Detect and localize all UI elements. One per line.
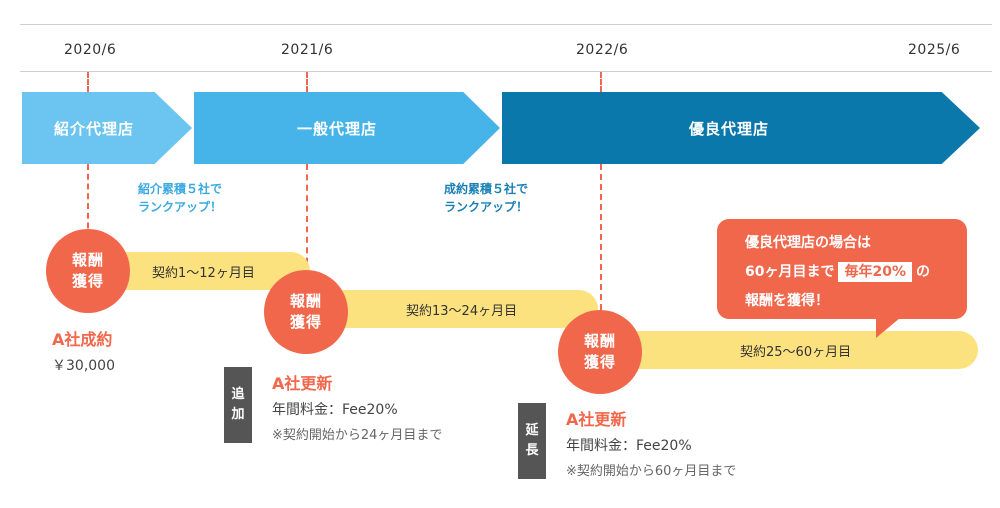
bubble-highlight: 毎年20% (838, 262, 912, 282)
deal-first-amount: ￥30,000 (52, 358, 115, 374)
rankup-note-referral: 紹介累積５社で ランクアップ！ (138, 182, 223, 214)
renewal1-fee: 年間料金：Fee20% (272, 402, 398, 418)
renewal2-note: ※契約開始から60ヶ月目まで (566, 464, 737, 479)
stage-arrow-referral: 紹介代理店 (22, 92, 192, 164)
date-2025-6: 2025/6 (908, 42, 961, 58)
stage-label: 優良代理店 (688, 119, 769, 138)
stage-arrow-general: 一般代理店 (194, 92, 500, 164)
timeline-bottom-line (20, 71, 992, 72)
reward-circle-2: 報酬 獲得 (264, 270, 348, 354)
period-bar-2: 契約13〜24ヶ月目 (326, 290, 598, 328)
renewal2-fee: 年間料金：Fee20% (566, 438, 692, 454)
rankup-note-general: 成約累積５社で ランクアップ！ (444, 182, 529, 214)
stage-arrow-premium: 優良代理店 (502, 92, 980, 164)
date-2022-6: 2022/6 (576, 42, 629, 58)
date-2020-6: 2020/6 (64, 42, 117, 58)
tag-addition: 追 加 (224, 367, 252, 443)
bubble-line-1: 優良代理店の場合は (745, 235, 871, 251)
bubble-line-3: 報酬を獲得！ (745, 293, 829, 309)
renewal1-title: A社更新 (272, 374, 333, 393)
tag-extension: 延 長 (518, 403, 546, 479)
reward-circle-1: 報酬 獲得 (46, 229, 130, 313)
deal-first-title: A社成約 (52, 330, 113, 349)
period-bar-3: 契約25〜60ヶ月目 (620, 331, 978, 369)
dash-line-2021 (306, 72, 308, 92)
bubble-line-2: 60ヶ月目まで毎年20%の (745, 262, 930, 282)
reward-circle-3: 報酬 獲得 (558, 310, 642, 394)
timeline-top-line (20, 24, 992, 25)
date-2021-6: 2021/6 (281, 42, 334, 58)
bubble-tail (876, 318, 900, 338)
stage-label: 紹介代理店 (53, 119, 134, 138)
dash-line-2022-lower (600, 164, 602, 310)
dash-line-2022 (600, 72, 602, 92)
premium-callout-bubble: 優良代理店の場合は 60ヶ月目まで毎年20%の 報酬を獲得！ (717, 219, 967, 319)
stage-label: 一般代理店 (296, 119, 377, 138)
dash-line-2020 (87, 72, 89, 92)
renewal1-note: ※契約開始から24ヶ月目まで (272, 428, 443, 443)
renewal2-title: A社更新 (566, 410, 627, 429)
dash-line-2020-lower (87, 164, 89, 248)
dash-line-2021-lower (306, 164, 308, 274)
